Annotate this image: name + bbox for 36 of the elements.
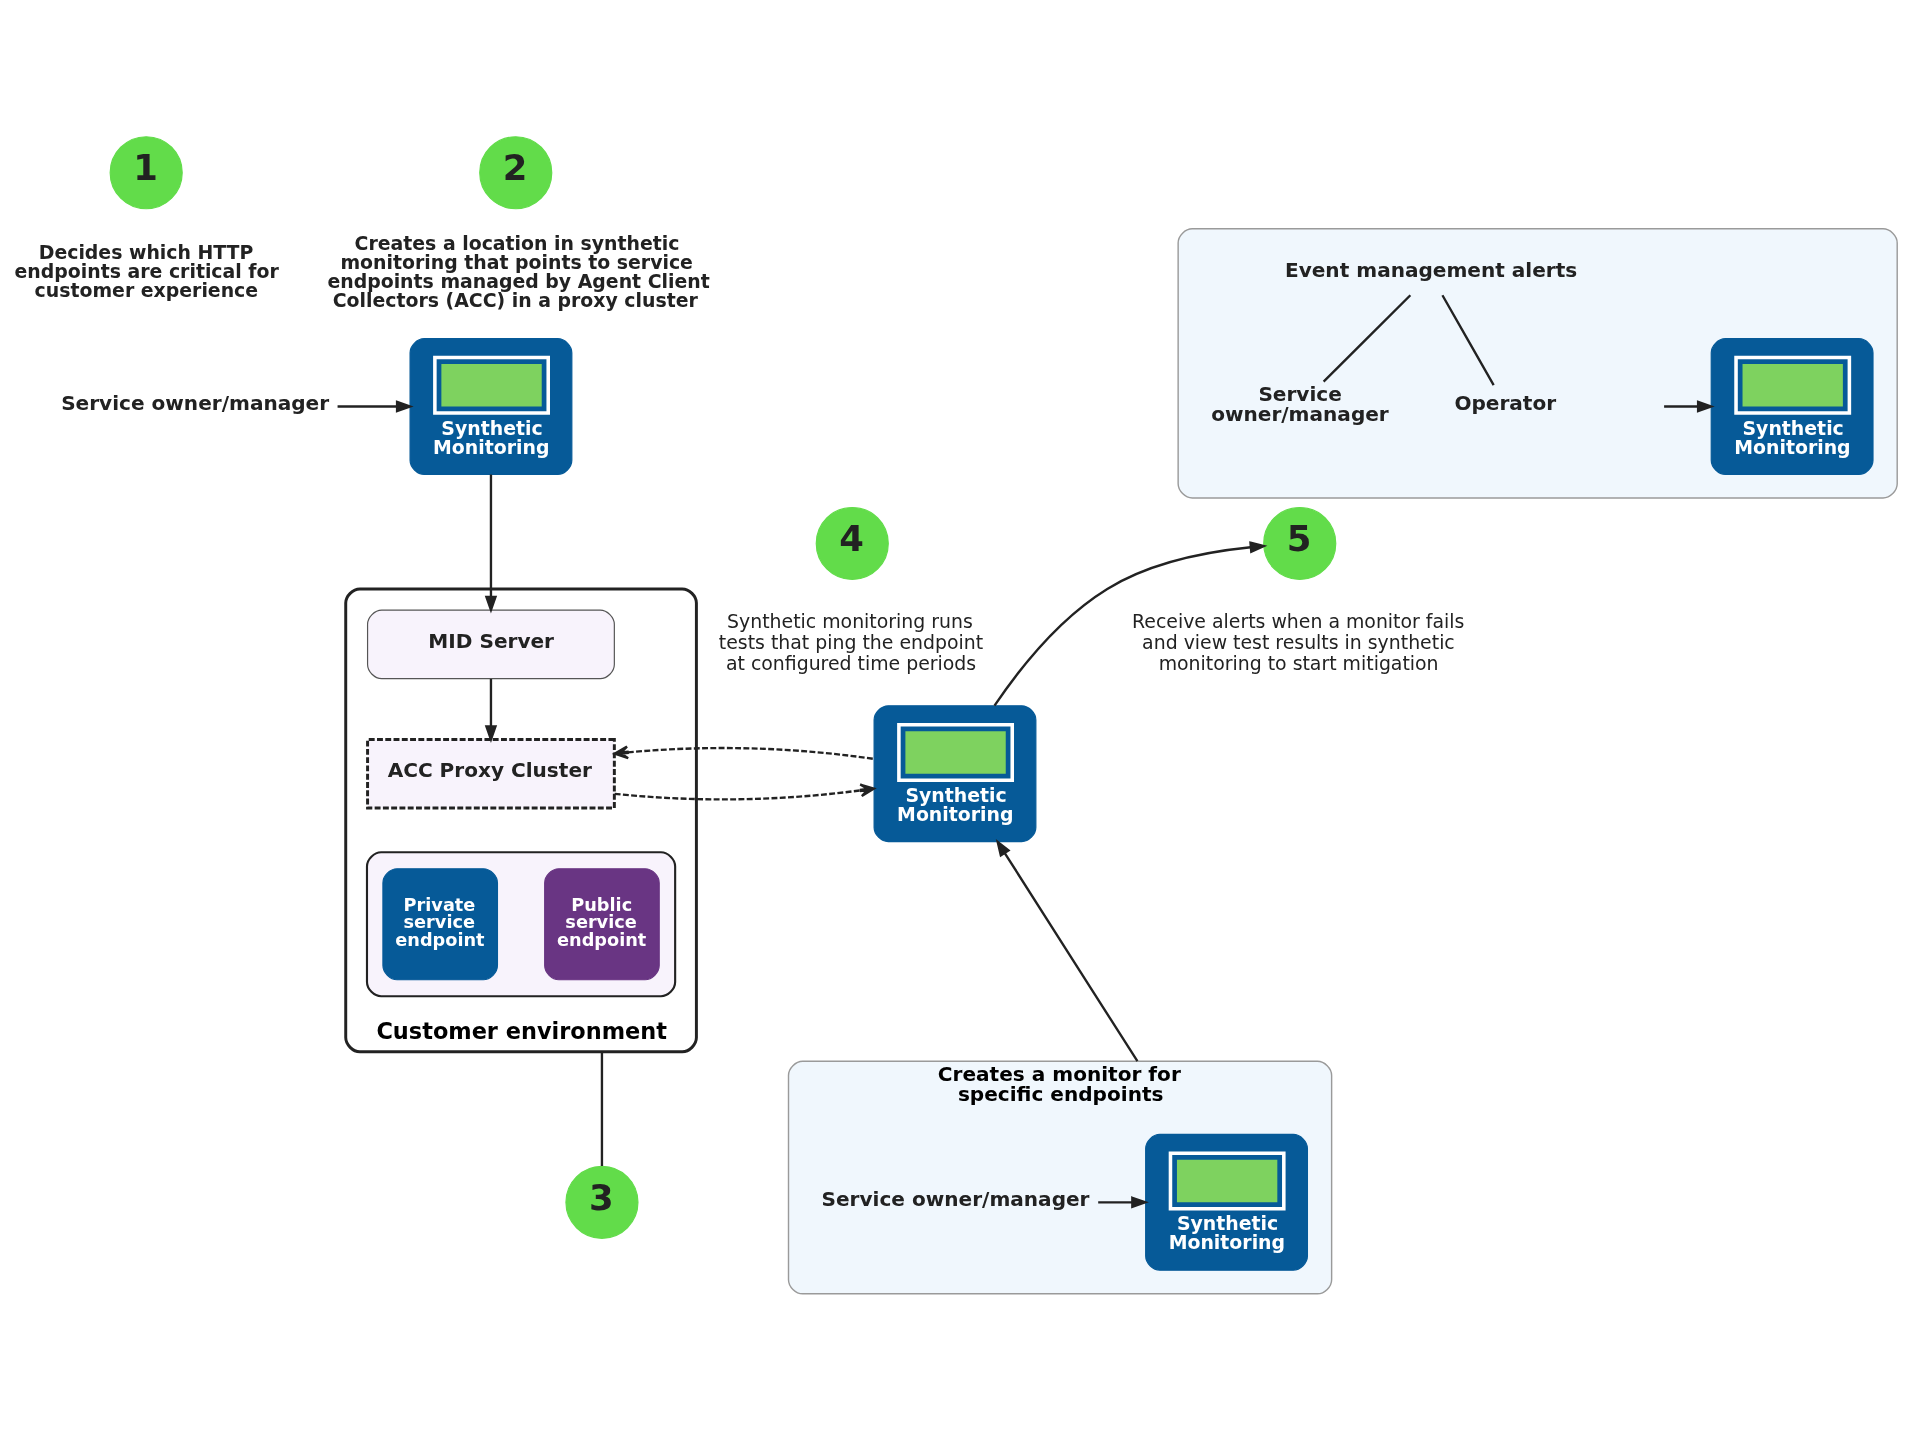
node-box: Private service endpoint bbox=[382, 868, 499, 981]
node-box: MID Server bbox=[367, 609, 615, 680]
node-text: Event management alerts bbox=[1284, 258, 1578, 283]
node-label: Creates a location in synthetic monitoring that points to service endpoints managed by Agent Client Collectors (ACC) in a proxy cluster bbox=[327, 231, 710, 311]
arrow bbox=[1098, 1196, 1149, 1209]
arrow bbox=[995, 838, 1139, 1062]
arrow bbox=[337, 400, 414, 413]
connector bbox=[1441, 294, 1495, 386]
node-text: Service owner/manager bbox=[821, 1186, 1090, 1211]
node-circle: 3 bbox=[565, 1165, 639, 1239]
cluster bbox=[1177, 228, 1898, 499]
node-circle: 4 bbox=[815, 506, 889, 581]
node-box: Synthetic Monitoring bbox=[873, 705, 1037, 843]
node-box: Public service endpoint bbox=[544, 868, 660, 981]
node-box: Synthetic Monitoring bbox=[1145, 1133, 1308, 1271]
cluster bbox=[365, 851, 677, 998]
connector bbox=[600, 1051, 604, 1166]
arrow bbox=[1664, 400, 1715, 413]
node-text: Service owner/manager bbox=[61, 391, 330, 416]
connector bbox=[1322, 294, 1412, 383]
node-circle: 5 bbox=[1263, 506, 1337, 581]
node-label: Receive alerts when a monitor fails and view test results in synthetic monitoring to start mitigation bbox=[1132, 609, 1465, 675]
node-box: Synthetic Monitoring bbox=[1710, 338, 1874, 475]
arrow bbox=[993, 541, 1268, 707]
node-text: Service owner/manager bbox=[1211, 382, 1389, 427]
node-circle: 2 bbox=[479, 136, 553, 210]
arrow bbox=[613, 745, 875, 761]
node-box: ACC Proxy Cluster bbox=[366, 738, 616, 810]
node-label: Decides which HTTP endpoints are critical for customer experience bbox=[14, 241, 279, 302]
node-box: Synthetic Monitoring bbox=[409, 338, 573, 475]
node-label: Synthetic monitoring runs tests that ping the endpoint at configured time periods bbox=[718, 609, 984, 675]
node-text: Operator bbox=[1454, 391, 1557, 416]
arrow bbox=[484, 474, 498, 614]
node-circle: 1 bbox=[109, 136, 183, 210]
arrow bbox=[614, 783, 876, 801]
arrow bbox=[484, 678, 498, 743]
